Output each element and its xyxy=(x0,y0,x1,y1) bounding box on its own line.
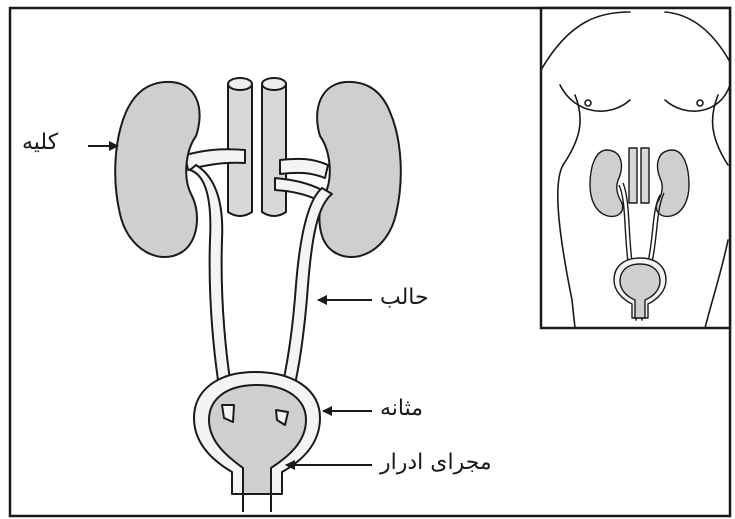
label-ureter: حالب xyxy=(380,287,429,309)
kidney-right xyxy=(317,82,401,257)
label-kidney: کلیه xyxy=(22,132,58,154)
inset-kidney-left xyxy=(590,150,623,216)
great-vessels xyxy=(228,78,286,216)
main-anatomy xyxy=(115,78,401,512)
label-bladder: مثانه xyxy=(380,398,423,420)
bladder xyxy=(209,385,306,494)
label-urethra: مجرای ادرار xyxy=(380,452,492,474)
kidney-left xyxy=(115,82,199,257)
urethra xyxy=(243,494,271,512)
inset-kidney-right xyxy=(656,150,689,216)
inset-torso xyxy=(541,8,730,328)
